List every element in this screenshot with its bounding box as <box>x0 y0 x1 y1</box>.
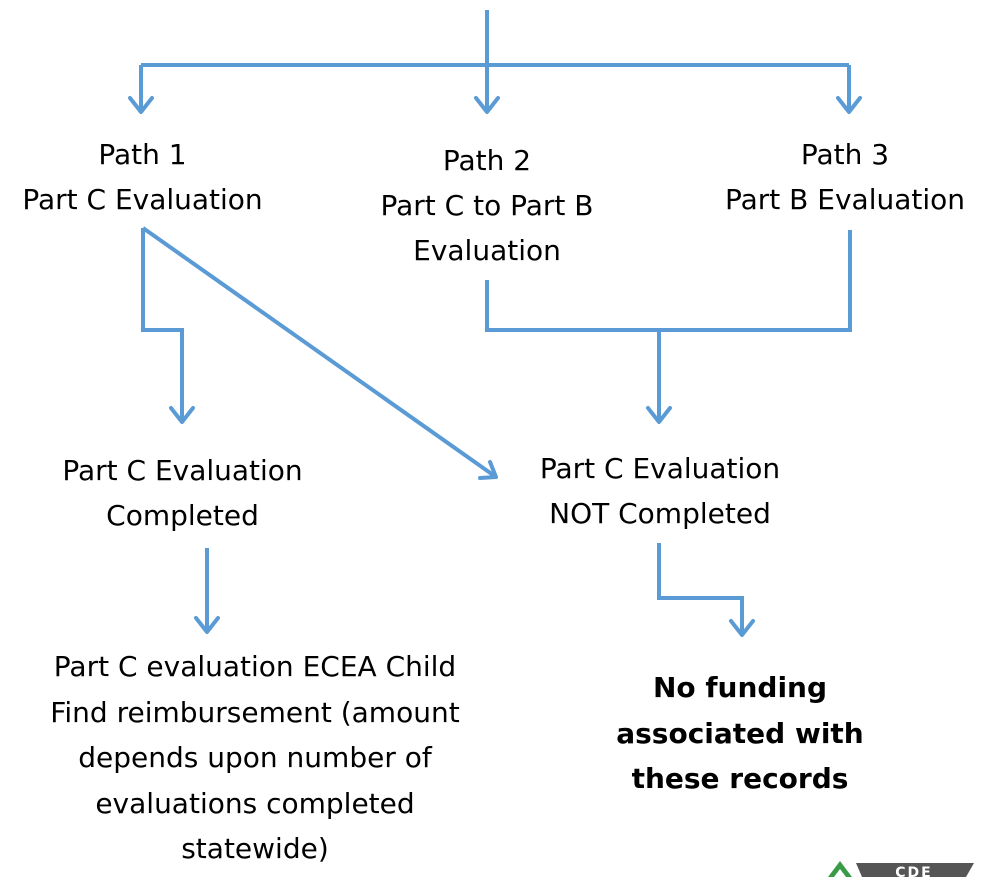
part-c-not-completed-node: Part C Evaluation NOT Completed <box>505 446 815 536</box>
cde-logo-mountain-icon <box>828 861 852 877</box>
no-funding-line2: associated with <box>616 716 864 750</box>
path3-title: Path 3 <box>800 138 890 171</box>
arrowhead-path3 <box>836 96 862 114</box>
arrowhead-reimbursement <box>194 616 220 634</box>
path1-to-completed-line <box>141 228 184 422</box>
no-funding-node: No funding associated with these records <box>585 665 895 802</box>
reimbursement-line5: statewide) <box>181 832 329 865</box>
arrowhead-path2 <box>474 96 500 114</box>
part-c-completed-line1: Part C Evaluation <box>62 454 303 487</box>
part-c-not-completed-line1: Part C Evaluation <box>539 452 781 485</box>
part-c-not-completed-line2: NOT Completed <box>549 497 771 530</box>
reimbursement-line4: evaluations completed <box>95 786 415 820</box>
path2-merge-line <box>485 230 852 332</box>
path2-subtitle-line2: Evaluation <box>413 234 561 267</box>
path2-node: Path 2 Part C to Part B Evaluation <box>352 138 622 273</box>
arrowhead-diagonal <box>478 460 498 480</box>
path1-title: Path 1 <box>98 138 187 171</box>
no-funding-line1: No funding <box>652 671 828 704</box>
arrowhead-not-completed <box>646 406 672 424</box>
reimbursement-line1: Part C evaluation ECEA Child <box>53 650 457 683</box>
reimbursement-line3: depends upon number of <box>78 741 432 774</box>
part-c-completed-node: Part C Evaluation Completed <box>30 448 335 538</box>
part-c-completed-line2: Completed <box>106 499 259 532</box>
path2-title: Path 2 <box>442 144 532 177</box>
arrowhead-completed <box>169 406 195 424</box>
reimbursement-line2: Find reimbursement (amount <box>50 695 460 729</box>
cde-logo: CDE <box>828 861 974 877</box>
reimbursement-node: Part C evaluation ECEA Child Find reimbu… <box>10 644 500 872</box>
arrowhead-path1 <box>128 96 154 114</box>
not-completed-to-no-funding-line <box>657 543 744 635</box>
path1-to-not-completed-line <box>141 226 498 479</box>
path3-subtitle: Part B Evaluation <box>724 183 966 216</box>
path2-subtitle-line1: Part C to Part B <box>380 189 594 222</box>
path1-subtitle: Part C Evaluation <box>22 183 263 216</box>
cde-logo-text: CDE <box>895 865 932 877</box>
arrowhead-no-funding <box>729 619 755 637</box>
no-funding-line3: these records <box>631 762 849 795</box>
path1-node: Path 1 Part C Evaluation <box>0 132 285 222</box>
cde-logo-banner <box>856 863 974 877</box>
path3-node: Path 3 Part B Evaluation <box>705 132 982 222</box>
